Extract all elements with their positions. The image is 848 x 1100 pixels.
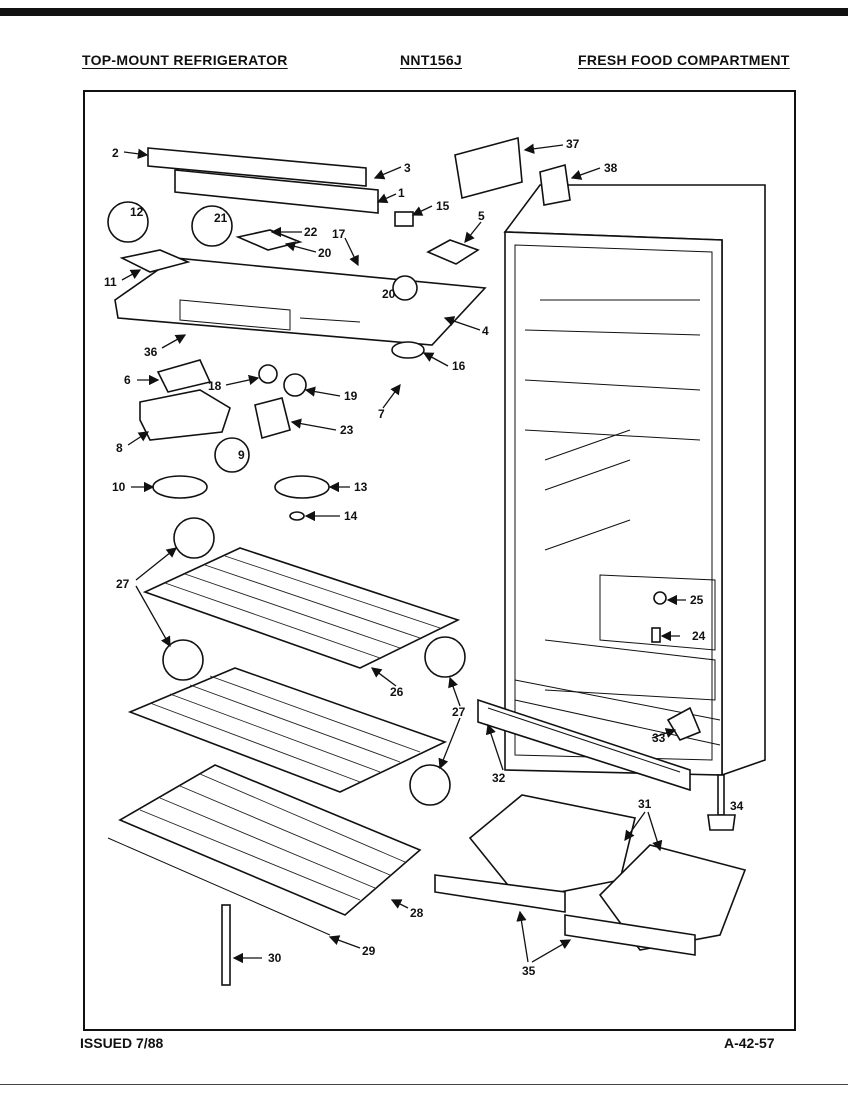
callout-19: 19 xyxy=(344,389,358,403)
glass-shelf-crisper-cover xyxy=(107,764,422,936)
callout-30: 30 xyxy=(268,951,282,965)
callout-8: 8 xyxy=(116,441,123,455)
crisper-support-rod xyxy=(221,904,231,986)
callout-14: 14 xyxy=(344,509,358,523)
wire-shelf-upper xyxy=(142,547,461,669)
callout-6: 6 xyxy=(124,373,131,387)
callout-13: 13 xyxy=(354,480,368,494)
callout-9: 9 xyxy=(238,448,245,462)
header-product-type: TOP-MOUNT REFRIGERATOR xyxy=(82,52,288,68)
callout-37: 37 xyxy=(566,137,580,151)
callout-labels: 1 2 3 4 5 6 7 8 9 10 11 12 13 14 15 16 1… xyxy=(104,137,744,978)
diagram-frame xyxy=(83,90,796,1031)
callout-27-b: 27 xyxy=(452,705,466,719)
refrigerator-cabinet xyxy=(503,184,766,777)
callout-10: 10 xyxy=(112,480,126,494)
footer-issue-date: ISSUED 7/88 xyxy=(80,1035,164,1051)
callout-15: 15 xyxy=(436,199,450,213)
callout-35: 35 xyxy=(522,964,536,978)
shelf-support-caps xyxy=(162,517,466,806)
callout-32: 32 xyxy=(492,771,506,785)
header-model-number: NNT156J xyxy=(400,52,463,68)
callout-2: 2 xyxy=(112,146,119,160)
leader-lines xyxy=(121,143,686,964)
callout-24: 24 xyxy=(692,629,706,643)
callout-17: 17 xyxy=(332,227,346,241)
callout-4: 4 xyxy=(482,324,489,338)
cabinet-leveling-leg xyxy=(707,774,736,831)
callout-36: 36 xyxy=(144,345,158,359)
bottom-rule xyxy=(0,1084,848,1085)
top-rule xyxy=(0,8,848,16)
callout-31: 31 xyxy=(638,797,652,811)
callout-27-a: 27 xyxy=(116,577,130,591)
callout-11: 11 xyxy=(104,275,117,289)
callout-3: 3 xyxy=(404,161,411,175)
callout-38: 38 xyxy=(604,161,618,175)
callout-29: 29 xyxy=(362,944,376,958)
callout-25: 25 xyxy=(690,593,704,607)
crisper-front-grille xyxy=(477,698,691,792)
callout-7: 7 xyxy=(378,407,385,421)
callout-16: 16 xyxy=(452,359,466,373)
callout-26: 26 xyxy=(390,685,404,699)
callout-21: 21 xyxy=(214,211,228,225)
crisper-drawers xyxy=(434,794,747,956)
footer-page-code: A-42-57 xyxy=(724,1035,775,1051)
callout-23: 23 xyxy=(340,423,354,437)
callout-1: 1 xyxy=(398,186,405,200)
wire-shelf-middle xyxy=(127,667,448,793)
callout-12: 12 xyxy=(130,205,144,219)
header-section-title: FRESH FOOD COMPARTMENT xyxy=(578,52,790,68)
callout-20-a: 20 xyxy=(318,246,332,260)
callout-34: 34 xyxy=(730,799,744,813)
callout-22: 22 xyxy=(304,225,318,239)
callout-28: 28 xyxy=(410,906,424,920)
callout-5: 5 xyxy=(478,209,485,223)
control-housing-parts xyxy=(107,136,571,521)
callout-20-b: 20 xyxy=(382,287,396,301)
callout-18: 18 xyxy=(208,379,222,393)
callout-33: 33 xyxy=(652,731,666,745)
